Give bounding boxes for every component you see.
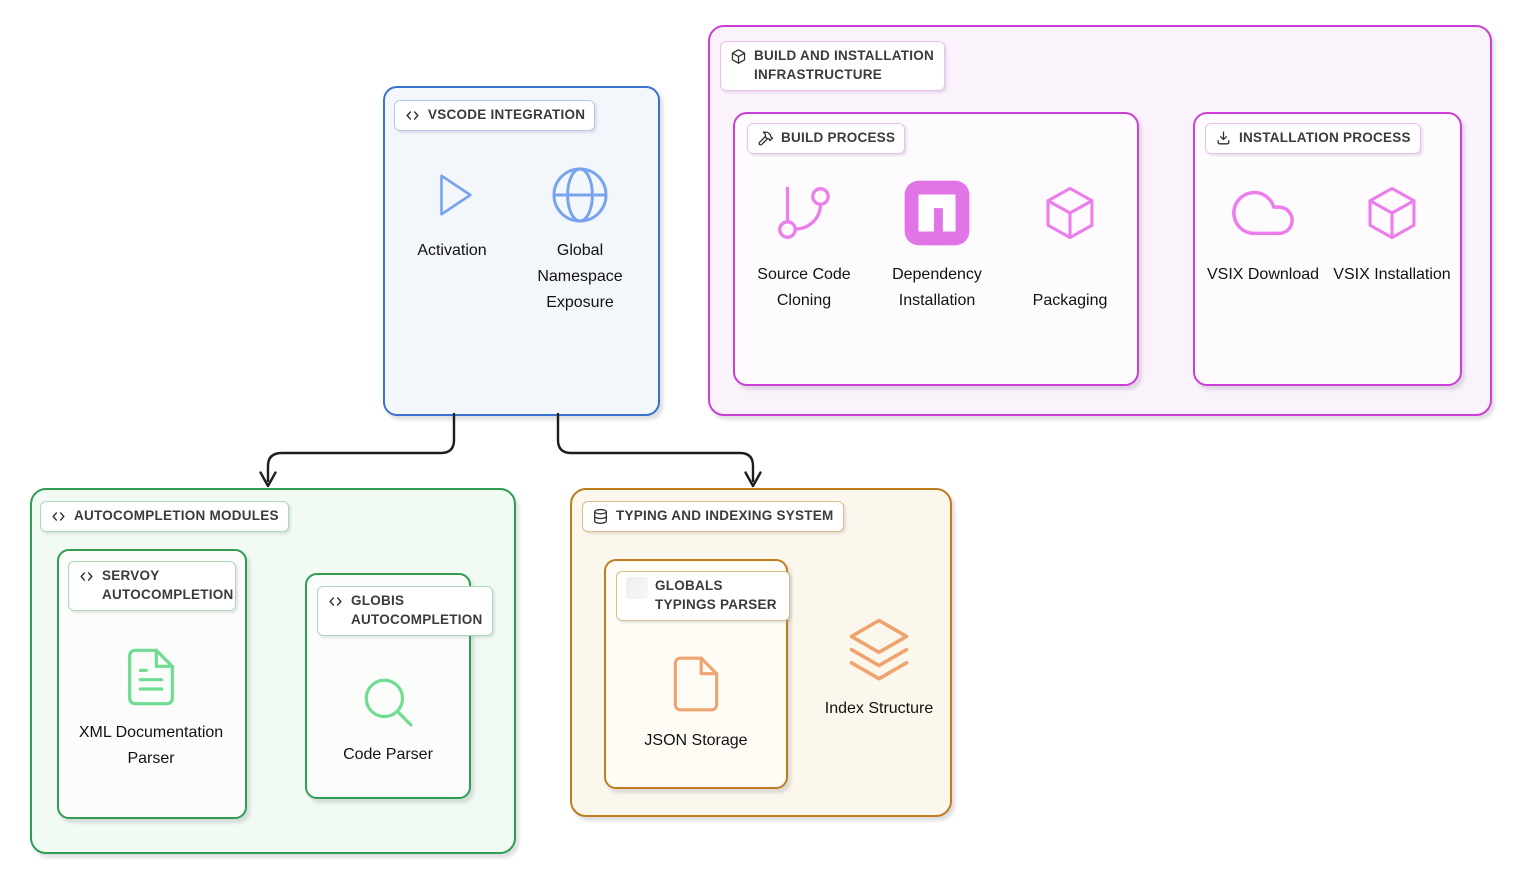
subgroup-title: GLOBALS TYPINGS PARSER xyxy=(655,578,777,612)
node-vsix-download[interactable]: VSIX Download xyxy=(1200,170,1326,288)
node-label: JSON Storage xyxy=(644,732,748,749)
code-icon xyxy=(404,107,421,124)
package-icon xyxy=(730,48,747,65)
group-title: VSCODE INTEGRATION xyxy=(428,107,586,122)
arrowhead-icon xyxy=(744,471,762,488)
installation-process-title-pill: INSTALLATION PROCESS xyxy=(1205,123,1421,154)
edge-vscode-to-typing-indexing xyxy=(556,412,762,488)
code-icon xyxy=(78,568,95,585)
subgroup-title: INSTALLATION PROCESS xyxy=(1239,130,1411,145)
node-label: VSIX Installation xyxy=(1333,266,1451,283)
cloud-icon xyxy=(1225,170,1301,256)
node-source-code-cloning[interactable]: Source Code Cloning xyxy=(739,170,869,314)
hammer-icon xyxy=(757,130,774,147)
node-label: Global Namespace Exposure xyxy=(537,242,623,311)
faded-placeholder-icon xyxy=(626,577,648,599)
globe-icon xyxy=(548,158,612,232)
search-icon xyxy=(359,668,417,736)
node-index-structure[interactable]: Index Structure xyxy=(814,608,944,722)
arrowhead-icon xyxy=(259,471,277,488)
node-packaging[interactable]: Packaging xyxy=(1005,170,1135,314)
group-vscode-integration[interactable]: VSCODE INTEGRATION Activation Global Nam… xyxy=(383,86,660,416)
vscode-integration-title-pill: VSCODE INTEGRATION xyxy=(394,100,596,131)
group-typing-indexing-system[interactable]: TYPING AND INDEXING SYSTEM GLOBALS TYPIN… xyxy=(570,488,952,817)
play-icon xyxy=(424,158,480,232)
node-label: Code Parser xyxy=(343,746,433,763)
node-label: Packaging xyxy=(1032,292,1108,310)
file-icon xyxy=(665,646,727,722)
subgroup-title: GLOBIS AUTOCOMPLETION xyxy=(351,593,483,627)
node-vsix-installation[interactable]: VSIX Installation xyxy=(1329,170,1455,288)
globis-autocompletion-title-pill: GLOBIS AUTOCOMPLETION xyxy=(317,586,493,636)
code-icon xyxy=(50,508,67,525)
subgroup-servoy-autocompletion[interactable]: SERVOY AUTOCOMPLETION XML Documentation … xyxy=(57,549,247,819)
node-label: VSIX Download xyxy=(1206,266,1320,283)
subgroup-title: BUILD PROCESS xyxy=(781,130,896,145)
node-global-namespace-exposure[interactable]: Global Namespace Exposure xyxy=(514,158,646,316)
code-icon xyxy=(327,593,344,610)
subgroup-build-process[interactable]: BUILD PROCESS Source Code Cloning Depend… xyxy=(733,112,1139,386)
node-label: Dependency Installation xyxy=(892,266,982,309)
servoy-autocompletion-title-pill: SERVOY AUTOCOMPLETION xyxy=(68,561,236,611)
npm-icon xyxy=(900,170,974,256)
edge-vscode-to-autocompletion xyxy=(259,412,456,488)
node-label: Source Code Cloning xyxy=(757,266,851,309)
node-xml-documentation-parser[interactable]: XML Documentation Parser xyxy=(72,640,230,772)
package-icon xyxy=(1039,170,1101,256)
group-title: TYPING AND INDEXING SYSTEM xyxy=(616,508,834,523)
build-process-title-pill: BUILD PROCESS xyxy=(747,123,906,154)
group-title: AUTOCOMPLETION MODULES xyxy=(74,508,279,523)
globals-typings-parser-title-pill: GLOBALS TYPINGS PARSER xyxy=(616,571,790,621)
node-dependency-installation[interactable]: Dependency Installation xyxy=(872,170,1002,314)
node-label: XML Documentation Parser xyxy=(78,724,224,767)
node-code-parser[interactable]: Code Parser xyxy=(312,668,464,768)
group-autocompletion-modules[interactable]: AUTOCOMPLETION MODULES SERVOY AUTOCOMPLE… xyxy=(30,488,516,854)
autocompletion-modules-title-pill: AUTOCOMPLETION MODULES xyxy=(40,501,289,532)
typing-indexing-title-pill: TYPING AND INDEXING SYSTEM xyxy=(582,501,844,532)
node-label: Activation xyxy=(417,242,487,259)
package-icon xyxy=(1361,170,1423,256)
group-title: BUILD AND INSTALLATION INFRASTRUCTURE xyxy=(754,48,934,82)
subgroup-globis-autocompletion[interactable]: GLOBIS AUTOCOMPLETION Code Parser xyxy=(305,573,493,799)
database-icon xyxy=(592,508,609,525)
node-label: Index Structure xyxy=(824,700,934,717)
download-icon xyxy=(1215,130,1232,147)
subgroup-title: SERVOY AUTOCOMPLETION xyxy=(102,568,234,602)
group-build-installation-infrastructure[interactable]: BUILD AND INSTALLATION INFRASTRUCTURE BU… xyxy=(708,25,1492,416)
build-infrastructure-title-pill: BUILD AND INSTALLATION INFRASTRUCTURE xyxy=(720,41,945,91)
subgroup-installation-process[interactable]: INSTALLATION PROCESS VSIX Download VSIX … xyxy=(1193,112,1462,386)
subgroup-globals-typings-parser[interactable]: GLOBALS TYPINGS PARSER JSON Storage xyxy=(604,559,790,789)
git-branch-icon xyxy=(771,170,837,256)
layers-icon xyxy=(843,608,915,690)
file-text-icon xyxy=(119,640,183,714)
node-json-storage[interactable]: JSON Storage xyxy=(612,646,780,754)
node-activation[interactable]: Activation xyxy=(400,158,504,264)
